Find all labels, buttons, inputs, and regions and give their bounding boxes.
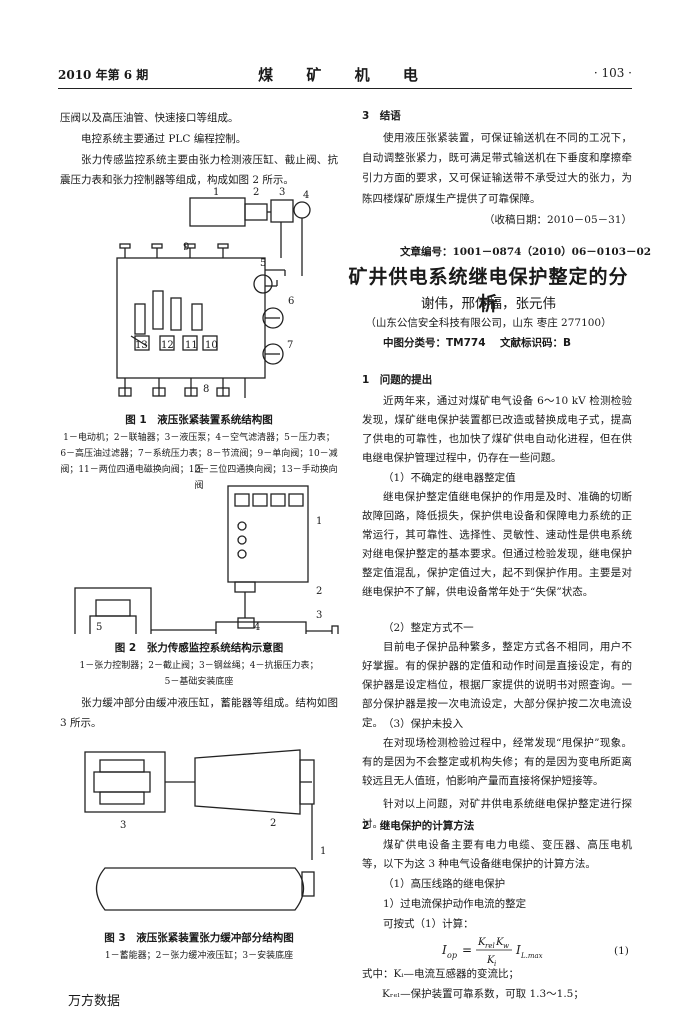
fig1-label-10: 10 [205, 340, 218, 351]
fig3-label-2: 2 [270, 818, 276, 829]
watermark-footer: 万方数据 [68, 994, 121, 1009]
svg-text:K: K [477, 937, 486, 948]
subheading-2-1-1: 1）过电流保护动作电流的整定 [383, 898, 527, 910]
equation-number: (1) [614, 945, 629, 957]
paragraph-4: 张力缓冲部分由缓冲液压缸，蓄能器等组成。结构如图 3 所示。 [60, 697, 338, 730]
paragraph-3: 张力传感监控系统主要由张力检测液压缸、截止阀、抗震压力表和张力控制器等组成，构成… [60, 154, 338, 187]
fig1-label-4: 4 [303, 190, 309, 201]
figure-1-legend-line-3: 阀；11－两位四通电磁换向阀；12－三位四通换向阀；13－手动换向阀 [60, 465, 338, 491]
svg-text:rel: rel [485, 942, 495, 950]
section-1-closing: 针对以上问题，对矿井供电系统继电保护整定进行探讨。 [362, 798, 632, 831]
paragraph-1: 压阀以及高压油管、快速接口等组成。 [60, 112, 239, 124]
svg-text:I: I [515, 943, 521, 957]
figure-2-legend-line-2: 5－基础安装底座 [164, 677, 234, 687]
subheading-1-1: （1）不确定的继电器整定值 [383, 472, 516, 484]
article-number: 文章编号：1001－0874（2010）06－0103－02 [400, 246, 652, 258]
figure-2-caption: 图 2 张力传感监控系统结构示意图 [114, 642, 284, 654]
article-affiliation: （山东公信安全科技有限公司，山东 枣庄 277100） [365, 317, 612, 329]
fig1-label-5: 5 [260, 258, 266, 269]
fig1-label-8: 8 [203, 384, 209, 395]
fig2-label-3: 3 [316, 610, 322, 621]
classification-number: 中图分类号：TM774 [383, 337, 486, 349]
fig1-label-7: 7 [287, 340, 293, 351]
section-3-heading: 3 结语 [362, 110, 401, 122]
subheading-1-2: （2）整定方式不一 [383, 622, 474, 634]
svg-text:w: w [503, 942, 509, 950]
fig1-label-9: 9 [183, 242, 189, 253]
svg-text:i: i [494, 960, 496, 968]
fig2-label-1: 1 [316, 516, 322, 527]
issue-label: 2010 年第 6 期 [58, 68, 149, 82]
subsection-1-1-paragraph: 继电保护整定值继电保护的作用是及时、准确的切断故障回路，降低损失，保护供电设备和… [362, 491, 632, 598]
figure-2-legend-line-1: 1－张力控制器；2－截止阀；3－钢丝绳；4－抗振压力表； [79, 661, 319, 671]
section-2-heading: 2 继电保护的计算方法 [362, 820, 475, 832]
subsection-1-3-paragraph: 在对现场检测检验过程中，经常发现“甩保护”现象。有的是因为不会整定或机构失修；有… [362, 737, 632, 787]
svg-text:op: op [447, 951, 457, 960]
fig2-label-4: 4 [254, 622, 260, 633]
svg-text:K: K [495, 937, 504, 948]
figure-3-diagram: 1 2 3 [84, 749, 326, 911]
figure-1-legend-line-1: 1－电动机；2－联轴器；3－液压泵；4－空气滤清器；5－压力表； [63, 433, 335, 443]
fig1-label-13: 13 [135, 340, 148, 351]
figure-1-caption: 图 1 液压张紧装置系统结构图 [125, 414, 273, 426]
fig1-label-3: 3 [279, 187, 285, 198]
fig3-label-1: 1 [320, 846, 326, 857]
svg-text:K: K [486, 955, 495, 966]
where-line-1: 式中：Kᵢ—电流互感器的变流比； [362, 968, 519, 980]
article-authors: 谢伟，邢传福，张元伟 [421, 296, 556, 312]
fig1-label-1: 1 [213, 187, 219, 198]
fig1-label-2: 2 [253, 187, 259, 198]
svg-text:I: I [441, 943, 447, 957]
figure-2-diagram: 1 2 3 4 5 [74, 485, 339, 634]
journal-name: 煤 矿 机 电 [258, 66, 432, 84]
subsection-1-2-paragraph: 目前电子保护品种繁多，整定方式各不相同，用户不好掌握。有的保护器的定值和动作时间… [362, 641, 632, 729]
svg-text:=: = [462, 943, 472, 957]
page-number: · 103 · [593, 66, 632, 80]
fig1-label-6: 6 [288, 296, 294, 307]
subheading-1-3: （3）保护未投入 [383, 718, 464, 730]
where-line-2: Kᵣₑₗ—保护装置可靠系数，可取 1.3～1.5； [382, 988, 584, 1000]
figure-3-caption: 图 3 液压张紧装置张力缓冲部分结构图 [104, 932, 294, 944]
figure-3-legend-line-1: 1－蓄能器；2－张力缓冲液压缸；3－安装底座 [104, 951, 294, 961]
subheading-2-1: （1）高压线路的继电保护 [383, 878, 506, 890]
page-header: 2010 年第 6 期 煤 矿 机 电 · 103 · [58, 66, 632, 84]
formula-intro: 可按式（1）计算： [383, 918, 474, 930]
received-date: （收稿日期：2010－05－31） [484, 214, 632, 226]
svg-text:L.max: L.max [520, 952, 543, 960]
fig2-label-5: 5 [96, 622, 102, 633]
fig3-label-3: 3 [120, 820, 126, 831]
section-1-paragraph: 近两年来，通过对煤矿电气设备 6～10 kV 检测检验发现，煤矿继电保护装置都已… [362, 395, 632, 464]
fig1-label-12: 12 [161, 340, 174, 351]
header-rule [58, 88, 632, 89]
figure-1-diagram: 1 2 3 4 5 6 7 8 9 10 11 12 13 [116, 187, 311, 398]
document-code: 文献标识码：B [500, 337, 572, 349]
paragraph-2: 电控系统主要通过 PLC 编程控制。 [81, 133, 247, 145]
section-2-paragraph: 煤矿供电设备主要有电力电缆、变压器、高压电机等，以下为这 3 种电气设备继电保护… [362, 839, 632, 870]
conclusion-paragraph: 使用液压张紧装置，可保证输送机在不同的工况下，自动调整张紧力，既可满足带式输送机… [362, 132, 632, 205]
fig2-label-2: 2 [316, 586, 322, 597]
fig1-label-11: 11 [185, 340, 198, 351]
section-1-heading: 1 问题的提出 [362, 374, 433, 386]
article-title: 矿井供电系统继电保护整定的分析 [348, 266, 629, 315]
figure-1-legend-line-2: 6－高压油过滤器；7－系统压力表；8－节流阀；9－单向阀；10－减压 [60, 449, 338, 475]
